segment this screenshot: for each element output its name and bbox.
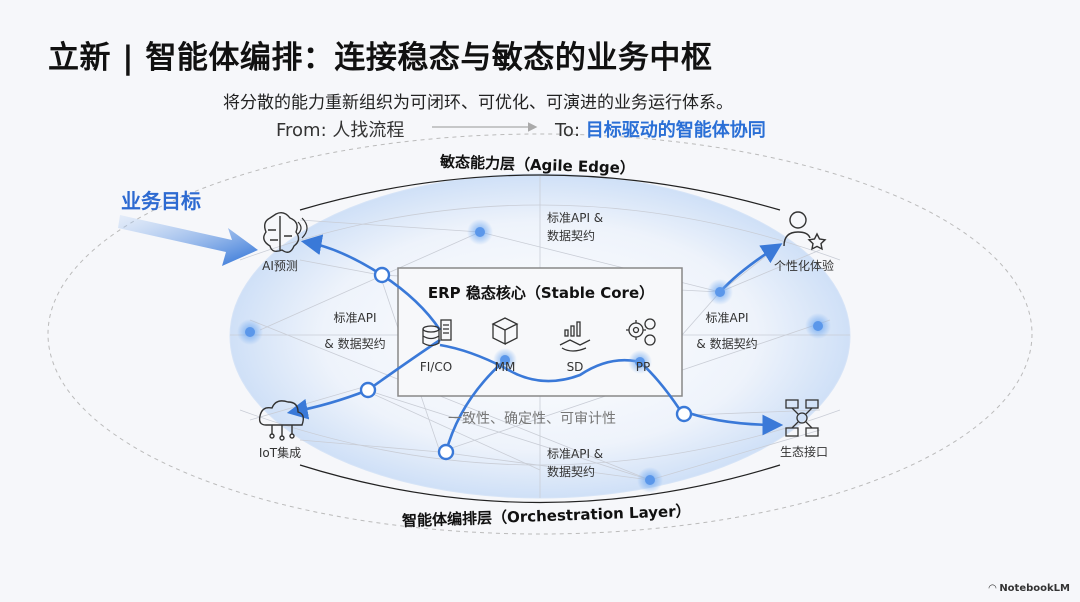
api-label-left-line1: 标准API (333, 311, 377, 325)
api-label-right-line2: & 数据契约 (696, 337, 758, 351)
business-goal-label: 业务目标 (121, 189, 201, 213)
api-label-top-line1: 标准API & (547, 211, 604, 225)
api-label-right: 标准API & 数据契约 (690, 309, 764, 353)
brand-watermark: ◠NotebookLM (989, 583, 1070, 594)
agile-layer-arc (299, 174, 781, 211)
node-ai-label: AI预测 (262, 259, 298, 273)
production-gears-icon (626, 318, 656, 346)
glow-dots (237, 219, 831, 493)
sales-handshake-icon (559, 321, 591, 352)
ring-nodes (359, 266, 693, 461)
finance-database-icon (422, 319, 452, 347)
module-fico-label: FI/CO (419, 360, 453, 374)
user-star-icon (783, 211, 827, 251)
brain-icon (263, 211, 308, 253)
api-label-right-line1: 标准API (705, 311, 749, 325)
to-prefix: To: (555, 120, 586, 141)
to-highlight: 目标驱动的智能体协同 (585, 120, 766, 141)
ecosystem-network-icon (785, 399, 819, 437)
page-title: 立新 | 智能体编排：连接稳态与敏态的业务中枢 (48, 40, 713, 76)
api-label-bottom-line2: 数据契约 (547, 465, 596, 479)
api-label-top-line2: 数据契约 (547, 229, 596, 243)
module-pp-label: PP (635, 360, 651, 374)
orchestration-layer-arc (299, 464, 781, 504)
module-sd-label: SD (566, 360, 584, 374)
api-label-bottom-line1: 标准API & (547, 447, 604, 461)
cloud-network-icon (258, 400, 305, 441)
api-label-left-line2: & 数据契约 (324, 337, 386, 351)
core-principles: 一致性、确定性、可审计性 (448, 411, 616, 427)
api-label-left: 标准API & 数据契约 (318, 309, 392, 353)
materials-box-icon (491, 317, 519, 346)
node-personal-label: 个性化体验 (773, 259, 834, 273)
api-label-top: 标准API & 数据契约 (547, 209, 603, 245)
from-label: From: 人找流程 (276, 120, 405, 141)
brand-name: NotebookLM (999, 583, 1070, 594)
module-mm-label: MM (494, 360, 516, 374)
page-subtitle: 将分散的能力重新组织为可闭环、可优化、可演进的业务运行体系。 (223, 93, 733, 113)
core-title: ERP 稳态核心（Stable Core） (427, 284, 655, 302)
node-eco-label: 生态接口 (779, 445, 828, 459)
node-iot-label: IoT集成 (258, 446, 302, 460)
outer-dashed-ring (47, 133, 1033, 535)
goal-arrow (118, 215, 258, 266)
brand-logo-icon: ◠ (988, 583, 997, 594)
to-label: To: 目标驱动的智能体协同 (555, 116, 766, 142)
api-label-bottom: 标准API & 数据契约 (547, 445, 603, 481)
